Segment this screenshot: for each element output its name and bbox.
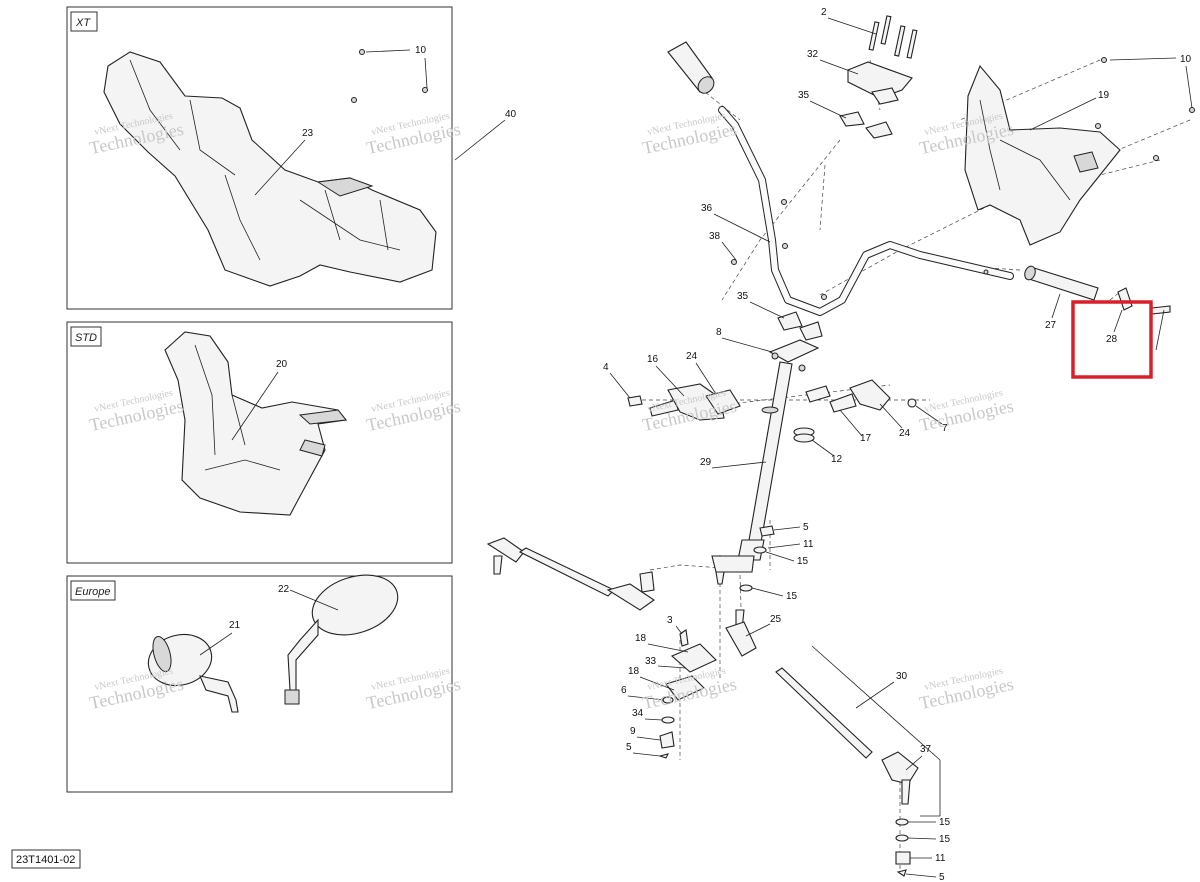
callout-10-xt: 10 <box>415 45 427 56</box>
document-id-box: 23T1401-02 <box>11 849 81 869</box>
panel-xt-tag: XT <box>75 17 91 29</box>
callout-5-lower: 5 <box>626 742 632 753</box>
callout-3: 3 <box>667 615 673 626</box>
callout-12: 12 <box>831 454 843 465</box>
callout-17: 17 <box>860 433 872 444</box>
callout-27: 27 <box>1045 320 1057 331</box>
callout-25: 25 <box>770 614 782 625</box>
callout-20: 20 <box>276 359 288 370</box>
callout-5-upper: 5 <box>803 522 809 533</box>
callout-18-upper: 18 <box>635 633 647 644</box>
highlight-box-28 <box>1071 300 1153 379</box>
mirror-right <box>284 574 399 705</box>
mirror-left <box>147 633 239 713</box>
callout-11-lower: 11 <box>935 853 946 864</box>
xt-fasteners <box>351 49 428 103</box>
callout-5-bottom: 5 <box>939 872 945 882</box>
document-id: 23T1401-02 <box>16 854 75 866</box>
callout-21: 21 <box>229 620 241 631</box>
column-fasteners <box>739 525 775 592</box>
assembly-lines <box>628 59 1191 870</box>
callout-7: 7 <box>942 423 948 434</box>
callout-15-lower-b: 15 <box>939 834 951 845</box>
callout-24-right: 24 <box>899 428 911 439</box>
grip-left <box>667 41 715 94</box>
panel-xt: XT 10 23 40 <box>66 6 517 310</box>
callout-10-right: 10 <box>1180 54 1192 65</box>
tie-rod-left <box>486 537 655 611</box>
xt-seat <box>103 51 437 287</box>
callout-35-top: 35 <box>798 90 810 101</box>
callout-24-left: 24 <box>686 351 698 362</box>
steering-column <box>711 339 820 585</box>
callout-34: 34 <box>632 708 644 719</box>
callout-28: 28 <box>1106 334 1118 345</box>
callout-11-upper: 11 <box>803 539 814 550</box>
callout-33: 33 <box>645 656 657 667</box>
callout-2: 2 <box>821 7 827 18</box>
callout-23: 23 <box>302 128 314 139</box>
callout-15-lower-a: 15 <box>939 817 951 828</box>
callout-15-upper-b: 15 <box>786 591 798 602</box>
callout-40: 40 <box>505 109 517 120</box>
callout-15-upper-a: 15 <box>797 556 809 567</box>
handlebar <box>718 106 1014 316</box>
panel-std: STD 20 <box>66 321 453 564</box>
callout-38: 38 <box>709 231 721 242</box>
callout-35-lower: 35 <box>737 291 749 302</box>
std-seat <box>164 331 348 516</box>
panel-europe-tag: Europe <box>75 586 110 598</box>
callout-36: 36 <box>701 203 713 214</box>
grip-right <box>1024 265 1171 351</box>
callout-18-lower: 18 <box>628 666 640 677</box>
column-supports <box>627 379 917 443</box>
panel-europe: Europe 22 21 <box>66 574 453 793</box>
callouts-right: 2 32 35 36 38 35 8 16 24 4 29 17 24 7 12… <box>603 7 1193 882</box>
callout-30: 30 <box>896 671 908 682</box>
panel-std-tag: STD <box>75 332 97 344</box>
tie-rod-right <box>725 609 919 877</box>
callout-29: 29 <box>700 457 712 468</box>
callout-22: 22 <box>278 584 290 595</box>
steering-plates <box>658 629 717 759</box>
callout-32: 32 <box>807 49 819 60</box>
callout-9: 9 <box>630 726 636 737</box>
hand-guard <box>964 57 1195 246</box>
callout-6: 6 <box>621 685 627 696</box>
clamp-lower <box>777 311 823 341</box>
clamp-upper <box>839 15 918 139</box>
callout-19: 19 <box>1098 90 1110 101</box>
callout-37: 37 <box>920 744 932 755</box>
callout-16: 16 <box>647 354 659 365</box>
callout-4: 4 <box>603 362 609 373</box>
callout-8: 8 <box>716 327 722 338</box>
